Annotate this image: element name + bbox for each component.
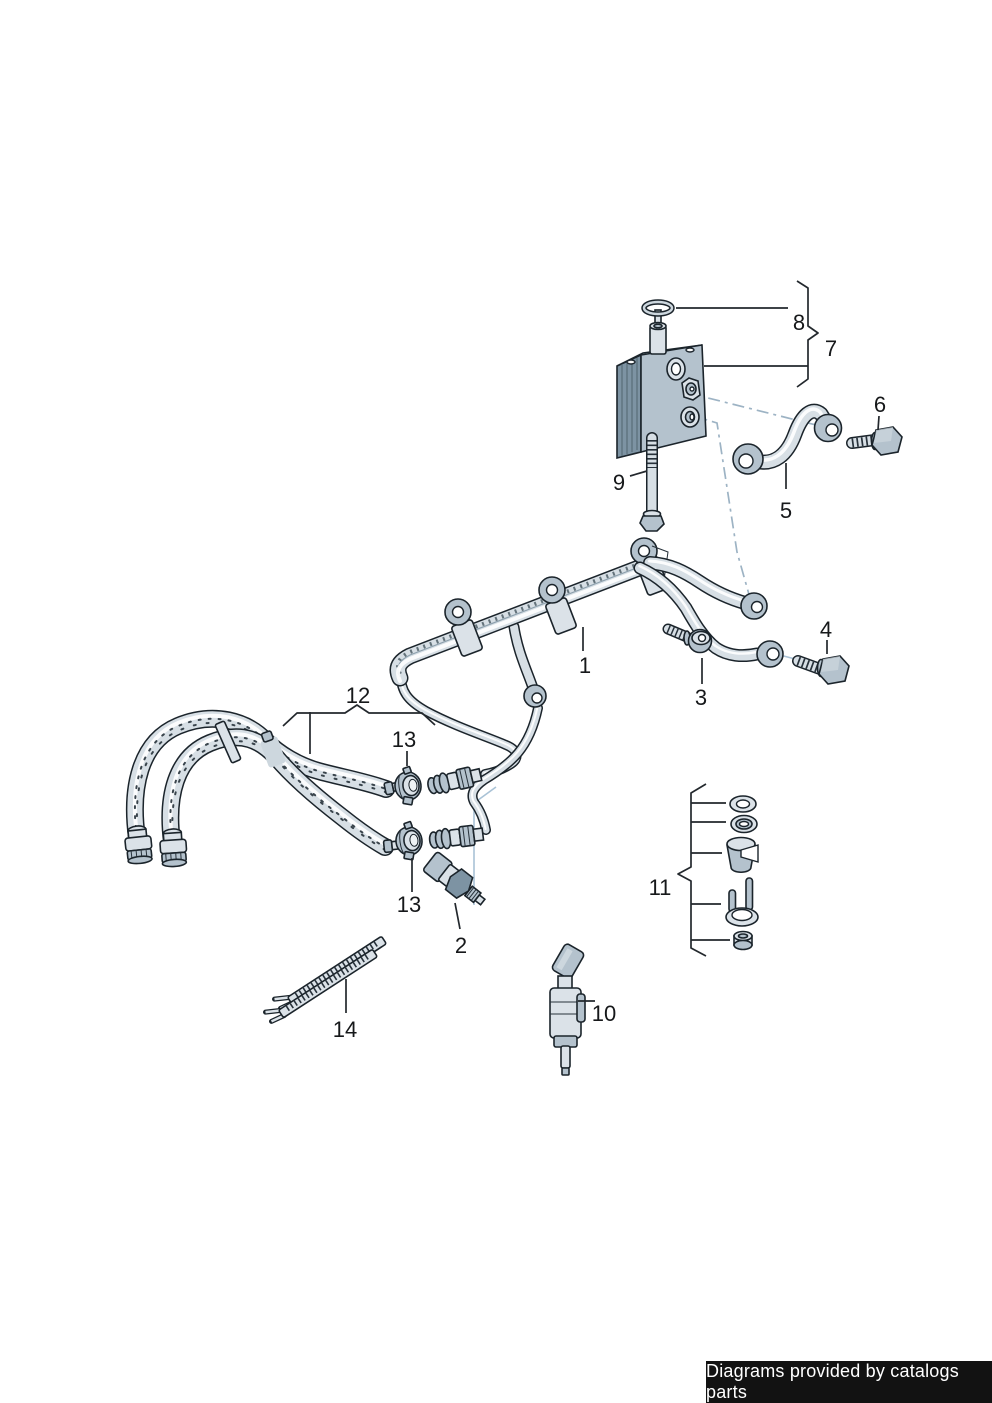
fuel-hoses bbox=[122, 716, 401, 869]
split-cone-bushing bbox=[726, 836, 759, 874]
rail-banjo-eye-lower bbox=[756, 640, 784, 668]
pipe-eye-left bbox=[732, 443, 764, 475]
pressure-pipe bbox=[732, 409, 843, 475]
callout-8: 8 bbox=[793, 310, 805, 335]
pressure-regulator-valve bbox=[616, 309, 707, 460]
pipe-union-lower bbox=[427, 823, 485, 852]
callout-4: 4 bbox=[820, 617, 832, 642]
callout-13-upper: 13 bbox=[392, 727, 416, 752]
callout-14: 14 bbox=[333, 1017, 357, 1042]
hose-end-nipple bbox=[382, 839, 400, 854]
injector bbox=[549, 943, 586, 1076]
banjo-bolt-lower bbox=[798, 656, 850, 685]
bracket-12 bbox=[282, 704, 436, 727]
small-bushing bbox=[733, 930, 753, 951]
hose-quick-connector bbox=[122, 823, 155, 866]
hose-strap bbox=[214, 720, 242, 764]
bracket-11 bbox=[677, 783, 707, 957]
footer-attribution-bar: Diagrams provided by catalogs parts bbox=[706, 1361, 992, 1403]
o-ring bbox=[641, 299, 675, 317]
leader-lines bbox=[282, 280, 880, 1013]
hose-quick-connector bbox=[158, 827, 189, 869]
callout-6: 6 bbox=[874, 392, 886, 417]
hose-clamp-upper bbox=[391, 764, 425, 808]
callout-9: 9 bbox=[613, 470, 625, 495]
fuel-pressure-sensor bbox=[422, 851, 487, 906]
hose-clamp-lower bbox=[392, 819, 426, 863]
bracket-7-8 bbox=[796, 280, 819, 388]
callout-7: 7 bbox=[825, 336, 837, 361]
valve-bolt bbox=[639, 438, 665, 532]
callout-13-lower: 13 bbox=[397, 892, 421, 917]
pipe-eye-right bbox=[813, 413, 843, 443]
banjo-bolt-upper bbox=[852, 426, 903, 456]
callout-12: 12 bbox=[346, 683, 370, 708]
connecting-pipes bbox=[400, 672, 538, 852]
callout-11: 11 bbox=[649, 875, 672, 900]
callout-5: 5 bbox=[780, 498, 792, 523]
callout-10: 10 bbox=[592, 1001, 616, 1026]
seal-kit bbox=[725, 795, 759, 951]
callout-3: 3 bbox=[695, 685, 707, 710]
seal-washer-2 bbox=[730, 814, 758, 834]
seal-washer-1 bbox=[729, 795, 757, 813]
fork-clamp bbox=[725, 877, 759, 927]
callout-1: 1 bbox=[579, 653, 591, 678]
rail-branch-eye bbox=[523, 684, 547, 708]
rail-bolt bbox=[668, 629, 713, 654]
hose-holder-clip bbox=[260, 730, 286, 768]
callout-labels: 1 2 3 4 5 6 7 8 9 10 11 12 13 13 14 bbox=[333, 310, 886, 1042]
rail-banjo-eye-upper bbox=[740, 592, 768, 620]
footer-text: Diagrams provided by catalogs parts bbox=[706, 1361, 959, 1402]
fuel-rail bbox=[398, 538, 784, 708]
cable-guides bbox=[265, 932, 386, 1025]
callout-2: 2 bbox=[455, 933, 467, 958]
